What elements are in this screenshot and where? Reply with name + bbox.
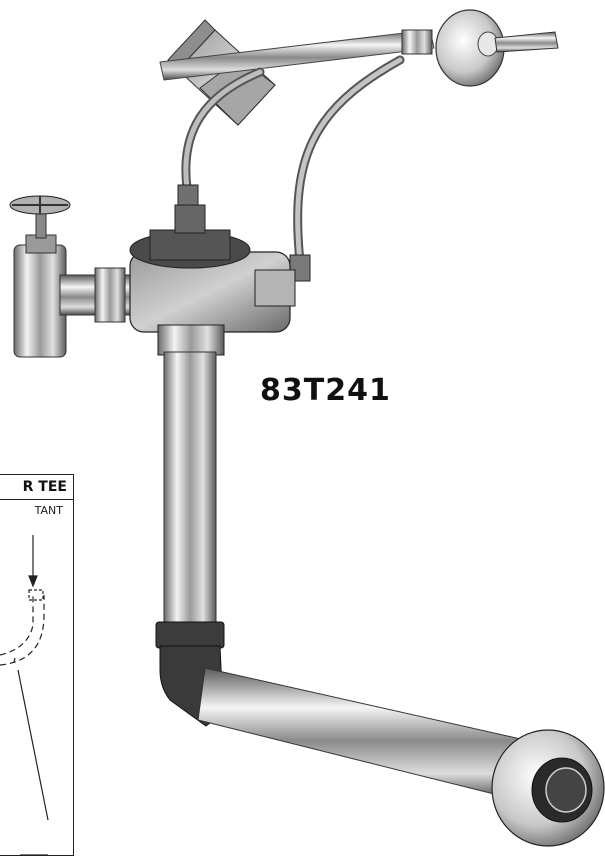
arrow-down-icon — [28, 575, 38, 588]
inset-diagram-box: R TEE TANT — [0, 474, 74, 856]
inset-diagram-subheader: TANT — [34, 504, 63, 517]
supply-tubes — [181, 55, 405, 267]
horizontal-spud-tube — [197, 667, 526, 801]
spud-flange — [491, 729, 605, 847]
upper-rod — [159, 29, 435, 81]
valve-body — [129, 204, 296, 356]
model-number-label: 83T241 — [260, 373, 391, 408]
vertical-flush-tube — [163, 351, 217, 629]
inset-diagram-header: R TEE — [0, 475, 73, 500]
control-stop — [9, 195, 136, 358]
tube-nut-left — [177, 184, 199, 208]
vacuum-breaker-tee-diagram — [0, 535, 49, 856]
handle-assembly — [401, 9, 559, 87]
